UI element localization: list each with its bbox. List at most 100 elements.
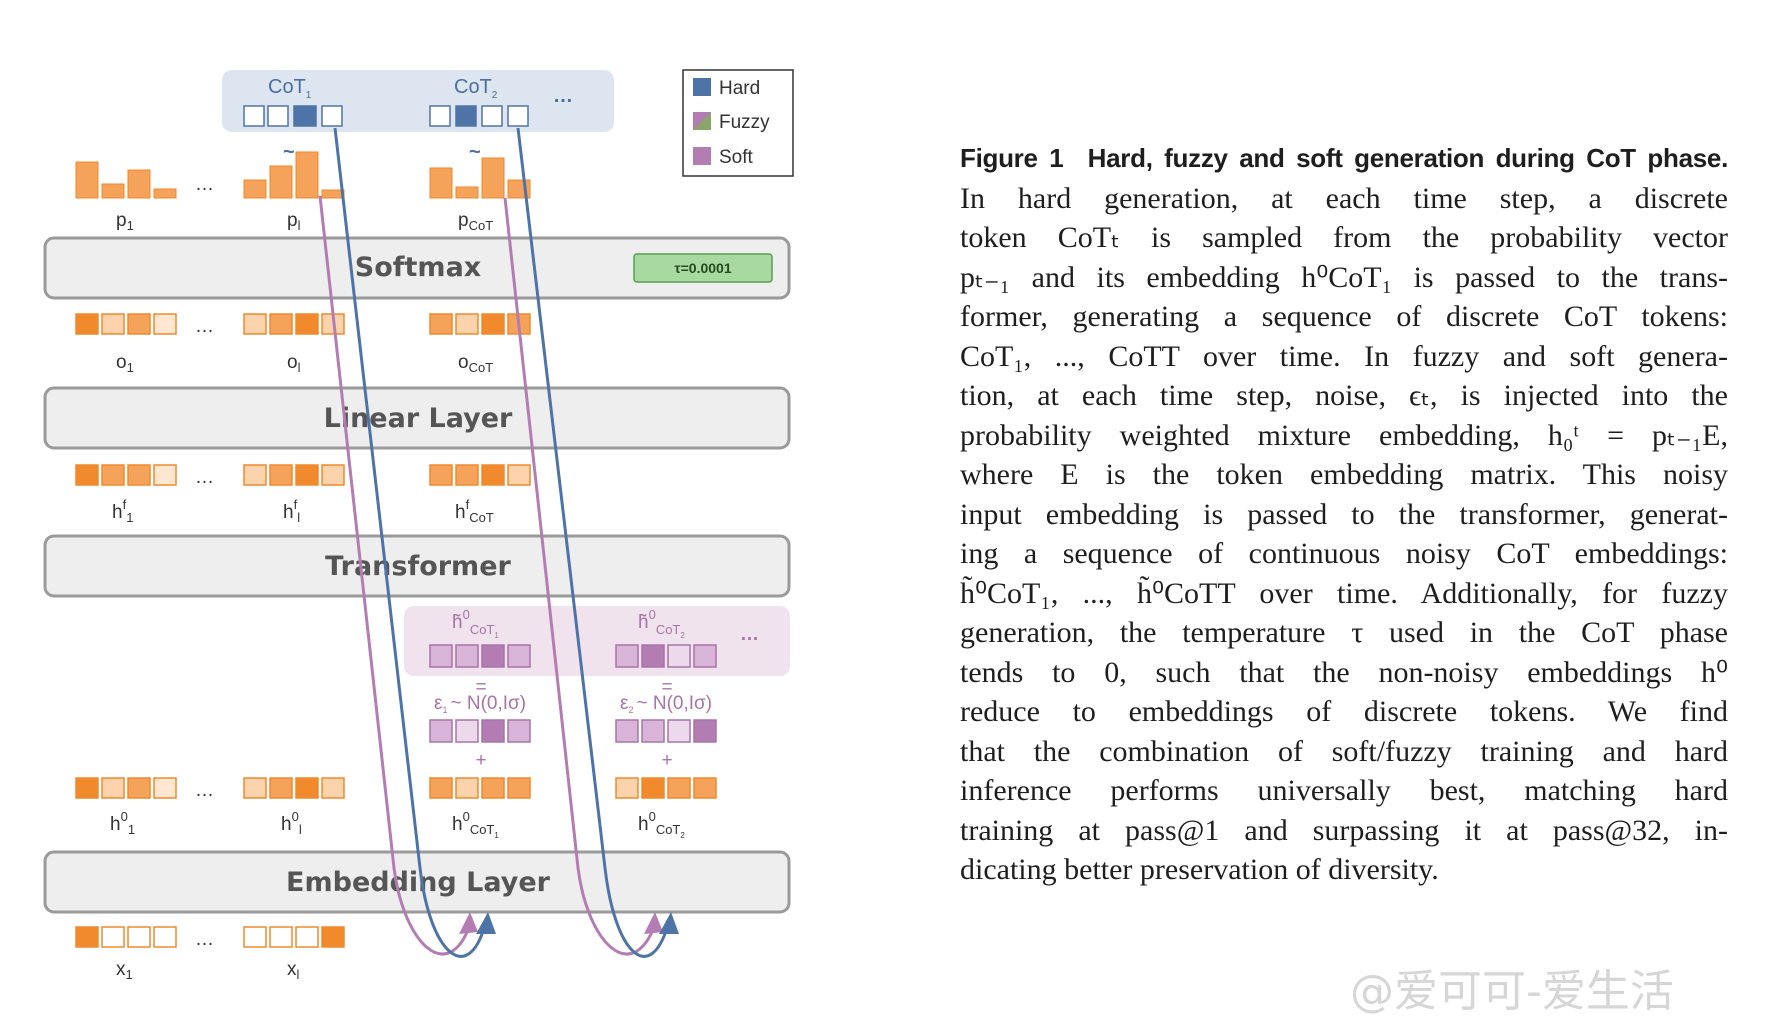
caption-title: Hard, fuzzy and soft generation during C… [1087,143,1729,173]
tau-badge [633,253,773,283]
caption-line-8: where E is the token embedding matrix. T… [960,458,1728,491]
prob-hist-cot [429,157,531,199]
legend-label-hard: Hard [719,78,760,99]
label-xl: xl [287,959,300,982]
label-hfcot: hfCoT [455,497,494,525]
figure-caption: Figure 1 Hard, fuzzy and soft generation… [960,138,1728,890]
legend-swatch-hard [693,78,711,96]
label-pl: pl [287,210,301,233]
caption-heading: Figure 1 Hard, fuzzy and soft generation… [960,138,1728,179]
input-xl [243,926,345,948]
logits-1 [75,313,177,335]
caption-label: Figure 1 [960,143,1064,173]
caption-line-17: training at pass@1 and surpassing it at … [960,813,1728,847]
label-noisy-2: h̃0CoT2 [638,607,685,640]
equals-2: = [661,677,672,698]
linear-layer [43,386,791,450]
label-h0cot-2: h0CoT2 [638,809,685,840]
embed-l [243,777,345,799]
caption-line-9: input embedding is passed to the transfo… [960,497,1728,531]
logits-cot [429,313,531,335]
legend-swatch-fuzzy [693,112,711,130]
embed-1 [75,777,177,799]
soft-feedback-path-1 [318,195,472,956]
hidden-cot [429,464,531,486]
cot-onehot-1 [243,105,343,127]
transformer-label: Transformer [325,551,511,582]
hard-arrow-2 [659,912,679,934]
hard-feedback-path-1 [333,127,487,958]
noisy-vector-1 [429,644,531,668]
label-pcot: pCoT [458,210,493,233]
watermark: @爱可可-爱生活 [1350,966,1674,1017]
embedding-label: Embedding Layer [286,867,551,898]
label-h0l: h0l [281,809,302,837]
label-x1: x1 [116,959,133,982]
figure-diagram: CoT1 CoT2 … Hard Fuzzy Soft … [0,0,820,1026]
caption-line-4: former, generating a sequence of discret… [960,300,1728,333]
hidden-1 [75,464,177,486]
label-noisy-1: h̃0CoT1 [452,607,499,640]
embed-cot-2 [615,777,717,799]
soft-feedback-path-2 [503,197,657,956]
noise-vector-2 [615,719,717,743]
label-hfl: hfl [283,497,300,525]
noise-label-2: ε2~ N(0,Iσ) [620,693,712,715]
legend-swatch-soft [693,147,711,165]
cot-token-label-2: CoT2 [454,76,498,101]
input-x1 [75,926,177,948]
equals-1: = [475,677,486,698]
legend: Hard Fuzzy Soft [682,69,794,177]
label-o1: o1 [116,352,134,375]
soft-arrow-2 [644,912,663,934]
caption-line-14: reduce to embeddings of discrete tokens.… [960,695,1728,728]
noise-vector-1 [429,719,531,743]
caption-line-11: h̃⁰CoT₁, ..., h̃⁰CoTT over time. Additio… [960,576,1728,610]
ellipsis-input: … [195,929,214,950]
caption-line-15: that the combination of soft/fuzzy train… [960,734,1728,768]
caption-line-10: ing a sequence of continuous noisy CoT e… [960,537,1728,570]
ellipsis-embed: … [195,780,214,801]
plus-2: + [661,750,672,771]
caption-line-7: probability weighted mixture embedding, … [960,418,1728,452]
prob-hist-l [243,151,345,199]
tilde-2: ~ [469,141,481,163]
legend-label-soft: Soft [719,147,754,168]
cot-ellipsis: … [553,85,573,107]
caption-line-1: In hard generation, at each time step, a… [960,181,1728,215]
noisy-ellipsis: … [740,624,759,645]
prob-hist-1 [75,161,177,199]
noisy-vector-2 [615,644,717,668]
label-ol: ol [287,352,301,375]
ellipsis-hidden: … [195,467,214,488]
cot-onehot-2 [429,105,529,127]
caption-line-16: inference performs universally best, mat… [960,774,1728,807]
logits-l [243,313,345,335]
label-h01: h01 [110,809,135,837]
tilde-1: ~ [283,141,295,163]
caption-line-3: pₜ₋₁ and its embedding h⁰CoT₁ is passed … [960,260,1728,294]
caption-line-6: tion, at each time step, noise, ϵₜ, is i… [960,379,1728,412]
caption-line-18: dicating better preservation of diversit… [960,853,1439,886]
softmax-layer [43,236,791,300]
linear-label: Linear Layer [324,403,513,434]
label-h0cot-1: h0CoT1 [452,809,499,840]
label-hf1: hf1 [112,497,133,525]
ellipsis-prob: … [195,174,214,195]
legend-label-fuzzy: Fuzzy [719,112,770,133]
soft-arrow-1 [459,912,478,934]
cot-token-label-1: CoT1 [268,76,312,101]
hard-feedback-path-2 [516,127,670,958]
caption-line-13: tends to 0, such that the non-noisy embe… [960,655,1728,689]
tau-badge-label: τ=0.0001 [674,260,731,276]
hard-arrow-1 [476,912,496,934]
label-ocot: oCoT [458,352,493,375]
caption-line-5: CoT₁, ..., CoTT over time. In fuzzy and … [960,339,1728,373]
ellipsis-logits: … [195,316,214,337]
caption-line-2: token CoTₜ is sampled from the probabili… [960,221,1728,254]
noise-label-1: ε1~ N(0,Iσ) [434,693,526,715]
caption-line-12: generation, the temperature τ used in th… [960,616,1728,649]
transformer-layer [43,534,791,598]
embed-cot-1 [429,777,531,799]
hidden-l [243,464,345,486]
